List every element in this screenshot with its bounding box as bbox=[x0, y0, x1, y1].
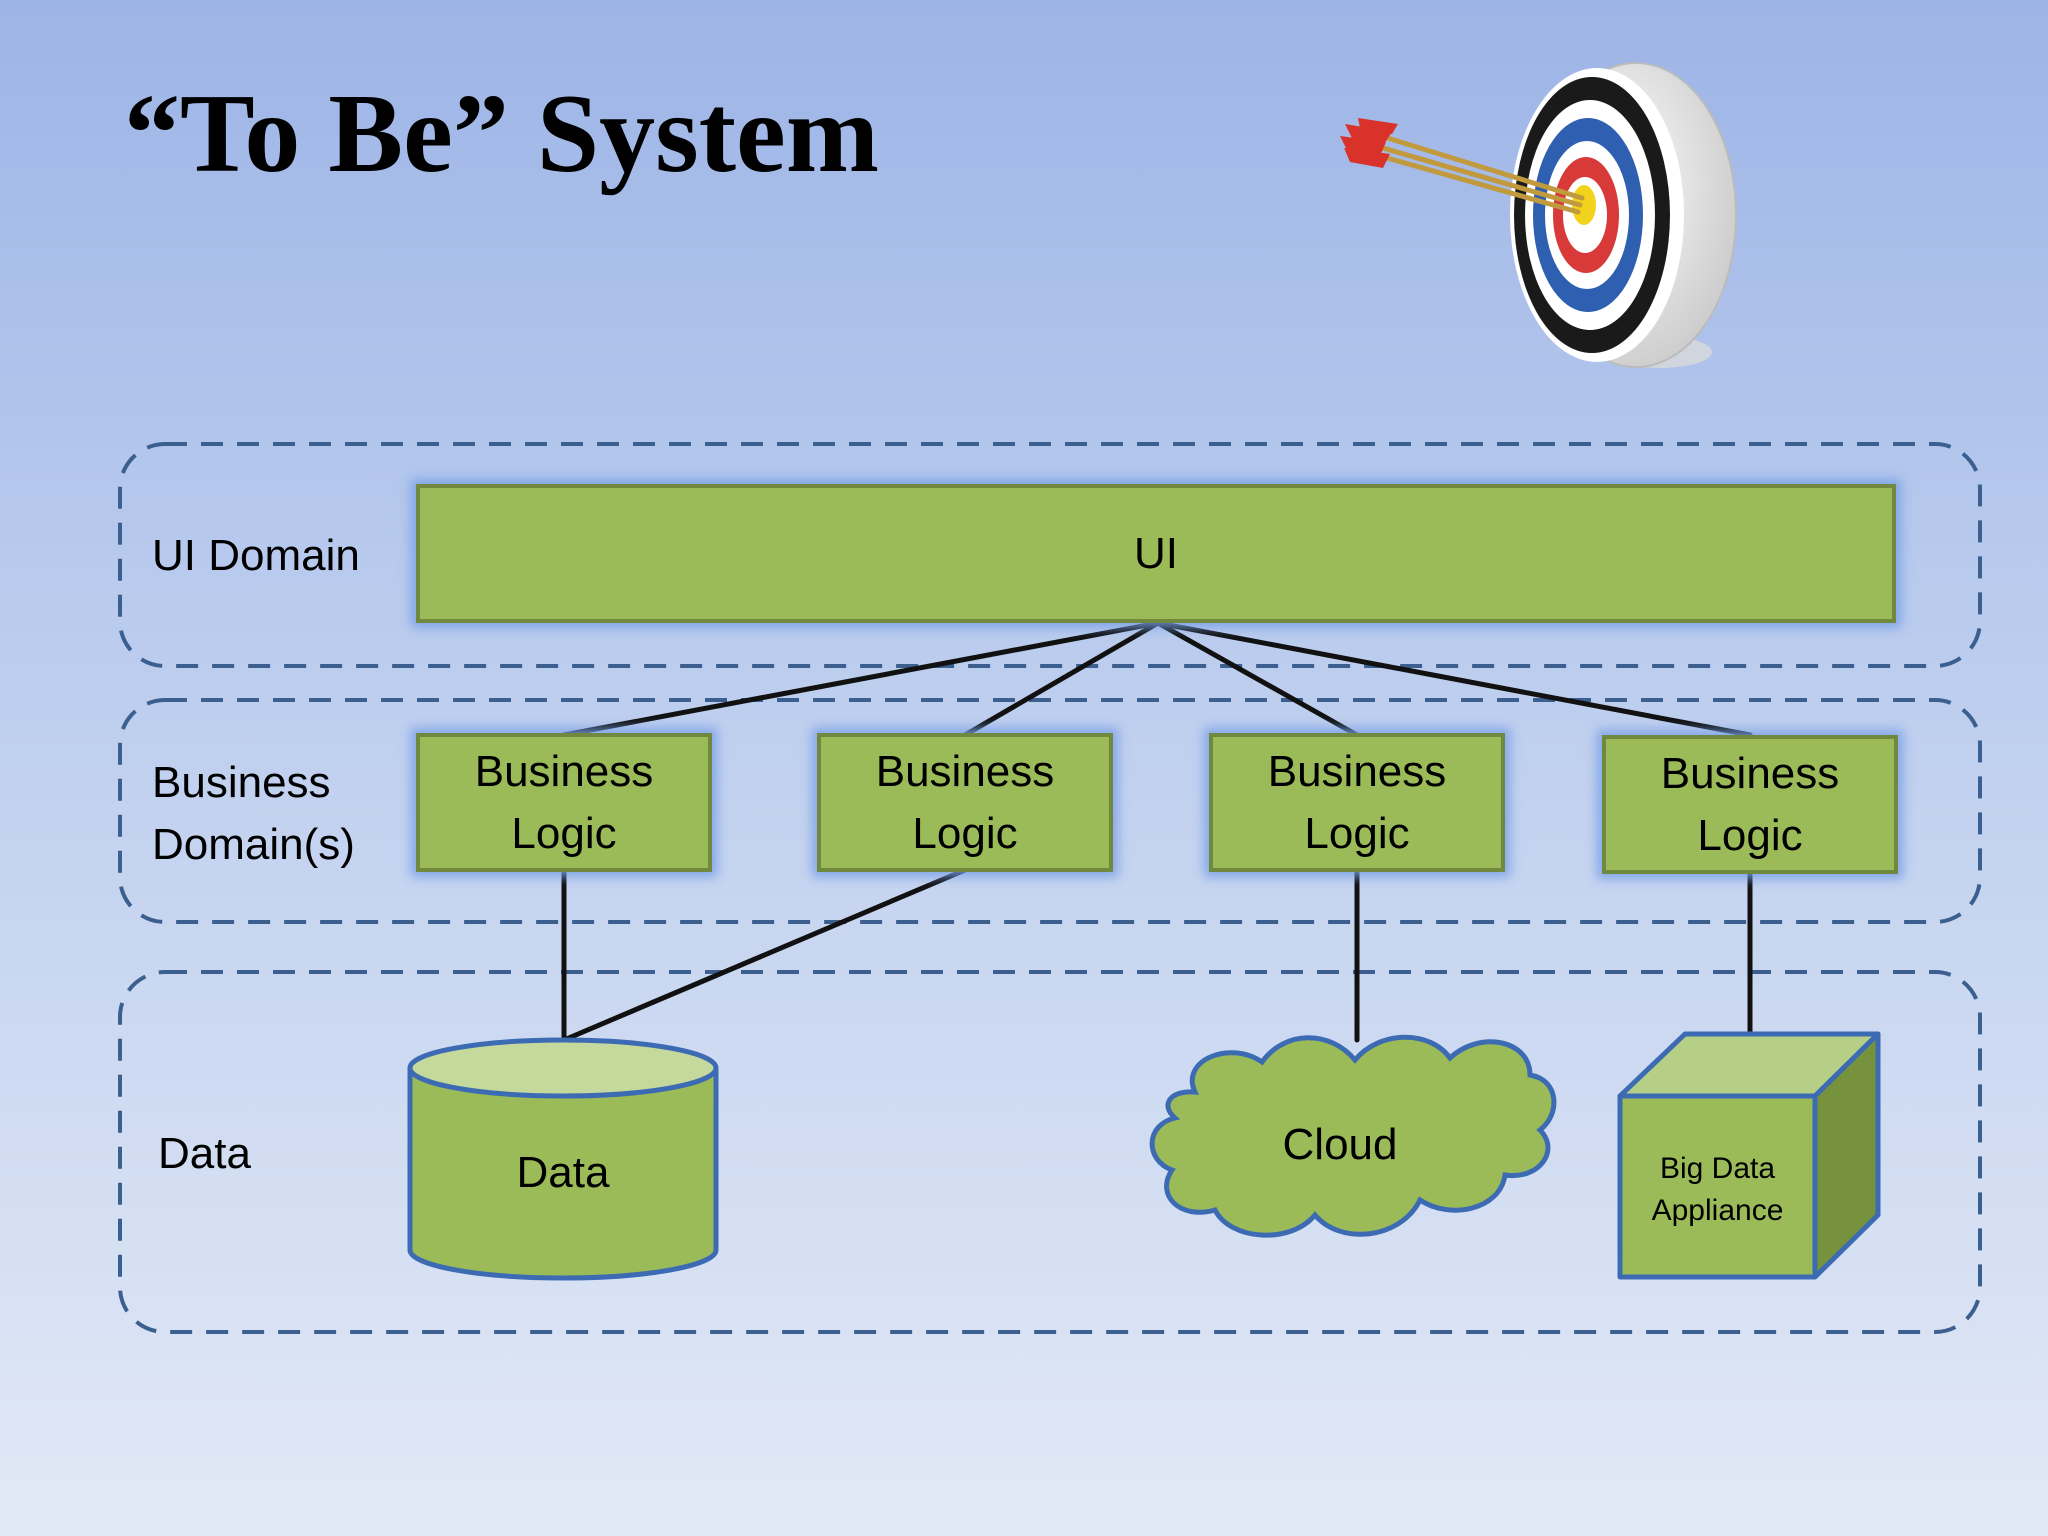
business-domain-label-line2: Domain(s) bbox=[152, 820, 355, 869]
business-logic-label: Logic bbox=[1697, 810, 1803, 860]
ui-domain-border bbox=[118, 442, 1982, 668]
slide-title: “To Be” System bbox=[124, 72, 880, 196]
business-logic-box-2: Business Logic bbox=[817, 733, 1113, 872]
business-logic-label: Business bbox=[474, 746, 654, 796]
ui-domain-label: UI Domain bbox=[152, 531, 360, 580]
data-domain-border bbox=[118, 970, 1982, 1334]
business-domain-label: Business Domain(s) bbox=[152, 752, 355, 876]
appliance-label: Big Data Appliance bbox=[1620, 1148, 1815, 1232]
cloud-icon bbox=[1149, 1034, 1557, 1238]
business-logic-label: Logic bbox=[912, 808, 1018, 858]
database-label: Data bbox=[516, 1148, 610, 1197]
business-logic-label: Business bbox=[1660, 748, 1840, 798]
cloud-label: Cloud bbox=[1282, 1120, 1398, 1169]
business-logic-label: Logic bbox=[1304, 808, 1410, 858]
business-logic-label: Logic bbox=[511, 808, 617, 858]
data-domain-label: Data bbox=[158, 1129, 251, 1178]
business-domain-border bbox=[118, 698, 1982, 924]
business-logic-label: Business bbox=[1267, 746, 1447, 796]
appliance-label-line1: Big Data bbox=[1659, 1152, 1776, 1185]
business-logic-box-3: Business Logic bbox=[1209, 733, 1505, 872]
appliance-label-line2: Appliance bbox=[1651, 1194, 1784, 1227]
business-logic-box-1: Business Logic bbox=[416, 733, 712, 872]
ui-box: UI bbox=[416, 484, 1896, 623]
business-logic-label: Business bbox=[875, 746, 1055, 796]
connectors bbox=[561, 620, 1753, 1043]
ui-box-label: UI bbox=[1134, 528, 1178, 578]
appliance-cube-icon bbox=[1617, 1031, 1881, 1280]
business-domain-label-line1: Business bbox=[152, 758, 331, 807]
business-logic-box-4: Business Logic bbox=[1602, 735, 1898, 874]
database-cylinder-icon bbox=[407, 1037, 719, 1281]
